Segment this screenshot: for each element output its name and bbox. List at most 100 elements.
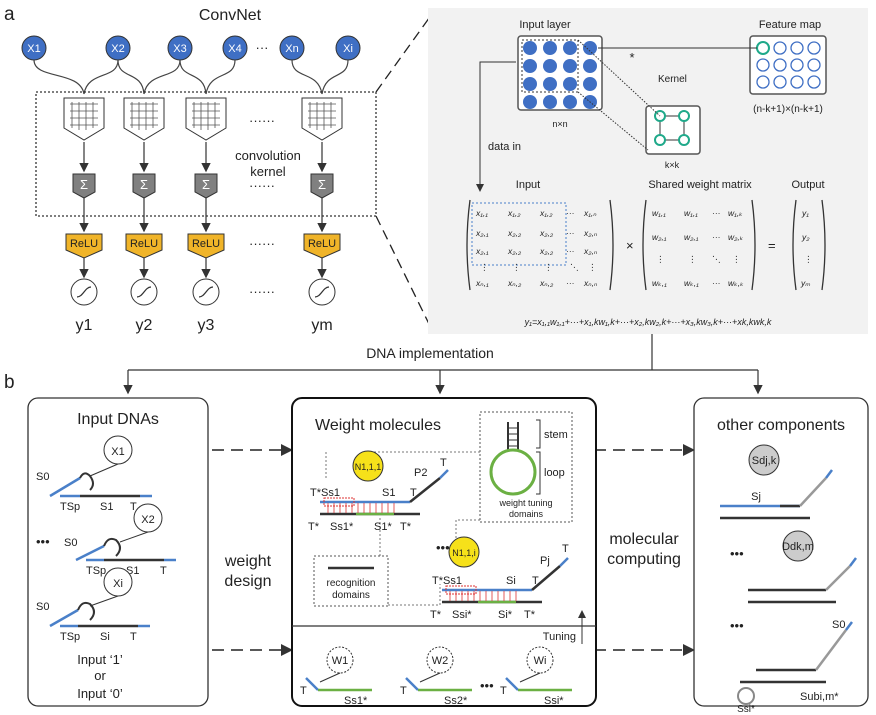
t-label: T <box>160 565 167 577</box>
strand-label: T <box>440 457 447 469</box>
kernel-label-2: kernel <box>250 164 286 179</box>
svg-text:Σ: Σ <box>202 177 210 192</box>
feature-map-node <box>773 41 787 55</box>
input-zero-label: Input ‘0’ <box>77 686 123 701</box>
input-layer-grid <box>517 35 603 111</box>
w-molecule: Wi <box>505 646 572 692</box>
input-size-label: n×n <box>552 119 567 129</box>
w-molecule: W1 <box>305 646 372 692</box>
strand-label: T* <box>524 609 536 621</box>
zoom-line-top <box>375 13 433 93</box>
input-layer-node <box>583 77 597 91</box>
input-layer-node <box>563 41 577 55</box>
feature-map-node <box>807 58 821 72</box>
w-strand-label: Ss1* <box>344 695 368 707</box>
data-in-arrow <box>476 61 516 192</box>
kernel-icon <box>185 97 227 141</box>
feature-map-node <box>790 58 804 72</box>
w-strand-label: Ss2* <box>444 695 468 707</box>
svg-text:ReLU: ReLU <box>130 238 158 250</box>
or-label: or <box>94 668 106 683</box>
svg-text:x₂,₂: x₂,₂ <box>539 228 554 238</box>
svg-text:ReLU: ReLU <box>308 238 336 250</box>
s-label: Si <box>100 631 110 643</box>
input-dna-strand-2: X2 <box>75 503 176 562</box>
zoom-line-bottom <box>375 215 433 331</box>
svg-text:···: ··· <box>712 208 721 218</box>
tuning-label: Tuning <box>543 631 576 643</box>
panel-label-a: a <box>4 4 15 25</box>
relu-node: ReLU <box>187 233 225 259</box>
svg-text:w₁,₁: w₁,₁ <box>684 208 698 218</box>
sum-to-relu-arrows <box>79 198 327 233</box>
s-label: S1 <box>100 501 113 513</box>
t-label: T <box>130 631 137 643</box>
svg-text:⋱: ⋱ <box>570 262 579 272</box>
feature-map-node <box>807 75 821 89</box>
svg-text:W2: W2 <box>432 655 449 667</box>
output-vector: y₁ y₂ ⋮ yₘ <box>792 199 826 291</box>
svg-text:yₘ: yₘ <box>800 278 811 288</box>
input-label: Xi <box>343 43 353 55</box>
sub-label: Subi,m* <box>800 691 839 703</box>
sum-node: Σ <box>132 173 156 199</box>
svg-text:⋮: ⋮ <box>544 262 553 272</box>
feature-map-node <box>773 75 787 89</box>
s0-label: S0 <box>36 471 49 483</box>
svg-text:w₁,₁: w₁,₁ <box>652 208 666 218</box>
svg-text:x₁,ₙ: x₁,ₙ <box>583 208 597 218</box>
svg-text:N1,1,i: N1,1,i <box>452 548 476 558</box>
kernel-label: convolution <box>235 148 301 163</box>
w-molecules: W1 W2 Wi <box>305 646 572 692</box>
input-layer-node <box>523 95 537 109</box>
strand-label: Pj <box>540 555 550 567</box>
svg-text:wₖ,ₖ: wₖ,ₖ <box>728 278 744 288</box>
strand-label: S1* <box>374 521 392 533</box>
svg-text:x₁,₂: x₁,₂ <box>507 208 521 218</box>
svg-text:wₖ,₁: wₖ,₁ <box>684 278 699 288</box>
relu-nodes: ReLU ReLU ReLU ReLU ······ <box>65 233 341 259</box>
strand-label: Sj <box>751 491 761 503</box>
svg-text:X2: X2 <box>141 514 154 526</box>
input-dna-strands: X1 <box>49 435 152 498</box>
input-dna-strand-3: Xi <box>49 567 150 628</box>
svg-text:···: ··· <box>566 278 575 288</box>
svg-text:x₂,ₙ: x₂,ₙ <box>583 246 598 256</box>
svg-text:xₙ,ₙ: xₙ,ₙ <box>583 278 598 288</box>
weight-design-label-2: design <box>224 573 271 590</box>
feature-map-node <box>756 75 770 89</box>
svg-text:wₖ,₁: wₖ,₁ <box>652 278 667 288</box>
sub-complex <box>737 621 853 705</box>
output-label: ym <box>311 317 332 334</box>
svg-text:x₂,₂: x₂,₂ <box>539 246 554 256</box>
svg-text:⋮: ⋮ <box>804 254 813 264</box>
input-label: X2 <box>111 43 124 55</box>
kernel-label: Kernel <box>658 74 687 85</box>
stem-label: stem <box>544 429 568 441</box>
ssi-label: Ssi* <box>737 704 755 715</box>
dna-implementation-label: DNA implementation <box>366 345 494 361</box>
svg-text:⋮: ⋮ <box>480 262 489 272</box>
strand-label: Ss1* <box>330 521 354 533</box>
input-layer-node <box>523 77 537 91</box>
sigmoid-ellipsis: ······ <box>249 284 275 299</box>
svg-text:Wi: Wi <box>534 655 547 667</box>
weight-matrix-title: Shared weight matrix <box>648 179 752 191</box>
strand-label: Ssi* <box>452 609 472 621</box>
feature-map-node <box>790 41 804 55</box>
input-dnas-title: Input DNAs <box>77 411 159 428</box>
svg-text:⋮: ⋮ <box>512 262 521 272</box>
feature-map-node <box>756 58 770 72</box>
tsp-label: TSp <box>86 565 106 577</box>
input-matrix-title: Input <box>516 179 540 191</box>
feature-map-node <box>773 58 787 72</box>
strand-label: Si <box>506 575 516 587</box>
hairpin-inset <box>479 411 573 523</box>
weight-molecules-title: Weight molecules <box>315 417 441 434</box>
equals-symbol: = <box>768 238 776 253</box>
tuning-domains-label: weight tuning <box>498 498 552 508</box>
stem-bracket <box>536 419 541 449</box>
